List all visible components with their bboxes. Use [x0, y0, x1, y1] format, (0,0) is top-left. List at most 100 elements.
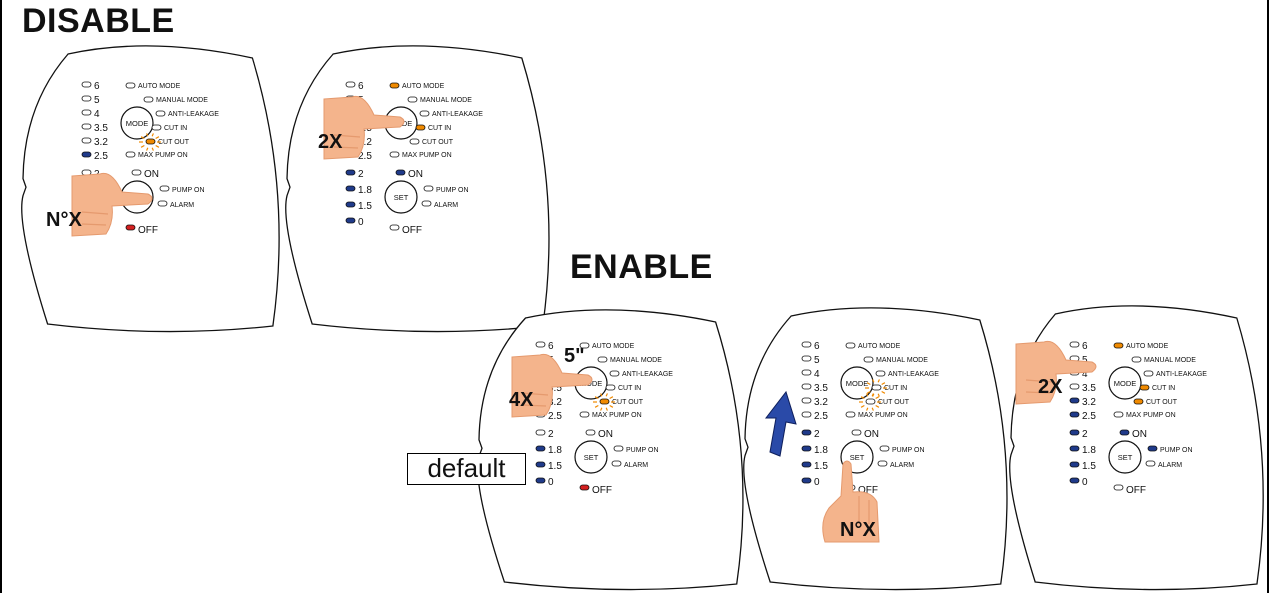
mode-led: [145, 138, 156, 145]
status-label: PUMP ON: [892, 447, 925, 454]
mode-led: [409, 138, 420, 145]
blink-ray: [146, 147, 149, 151]
set-button-label: SET: [850, 453, 865, 462]
pressure-led: [535, 461, 546, 468]
pressure-label: 1.5: [1082, 461, 1096, 472]
mode-led: [1113, 411, 1124, 418]
mode-label: AUTO MODE: [138, 83, 181, 90]
blink-ray: [605, 407, 608, 411]
pressure-led: [535, 477, 546, 484]
pressure-label: 2.5: [814, 411, 828, 422]
pressure-led: [801, 429, 812, 436]
mode-led: [151, 124, 162, 131]
mode-label: CUT IN: [164, 125, 187, 132]
mode-label: CUT OUT: [158, 139, 190, 146]
pressure-label: 2: [814, 429, 820, 440]
pressure-label: 3.5: [94, 123, 108, 134]
pressure-led: [1069, 445, 1080, 452]
blink-ray: [594, 396, 599, 400]
off-label: OFF: [858, 485, 878, 496]
mode-led: [155, 110, 166, 117]
off-label: OFF: [1126, 485, 1146, 496]
pressure-label: 6: [814, 341, 820, 352]
blink-indicator-icon: [859, 393, 881, 411]
mode-label: AUTO MODE: [858, 343, 901, 350]
blink-indicator-icon: [865, 379, 887, 397]
up-arrow-icon: [764, 390, 797, 457]
pressure-led: [345, 217, 356, 224]
disable-heading: DISABLE: [22, 2, 175, 40]
mode-button: [840, 366, 874, 400]
mode-label: CUT OUT: [1146, 399, 1178, 406]
status-led: [1147, 445, 1158, 452]
pressure-label: 6: [358, 81, 364, 92]
blink-ray: [875, 396, 880, 400]
blink-ray: [872, 379, 875, 383]
mode-led: [1133, 398, 1144, 405]
mode-button-label: MODE: [580, 379, 603, 388]
on-led: [131, 169, 142, 176]
pressure-led: [81, 123, 92, 130]
mode-led: [125, 82, 136, 89]
blink-ray: [151, 133, 154, 137]
status-led: [879, 445, 890, 452]
mode-led: [579, 411, 590, 418]
blink-ray: [155, 136, 160, 140]
status-label: ALARM: [434, 202, 458, 209]
on-label: ON: [144, 169, 159, 180]
hand-pointer-icon: [323, 95, 405, 160]
mode-button-label: MODE: [126, 119, 149, 128]
enable-heading: ENABLE: [570, 248, 713, 286]
pressure-led: [535, 445, 546, 452]
pressure-label: 0: [548, 477, 554, 488]
mode-label: ANTI-LEAKAGE: [432, 111, 483, 118]
pressure-led: [81, 95, 92, 102]
blink-ray: [871, 407, 874, 411]
panel-outline: [743, 307, 1008, 591]
set-button: [384, 180, 418, 214]
pressure-label: 1.8: [814, 445, 828, 456]
on-label: ON: [408, 169, 423, 180]
mode-label: MANUAL MODE: [420, 97, 472, 104]
pressure-label: 6: [94, 81, 100, 92]
status-label: ALARM: [170, 202, 194, 209]
mode-led: [407, 96, 418, 103]
status-label: ALARM: [1158, 462, 1182, 469]
mode-label: CUT IN: [1152, 385, 1175, 392]
mode-led: [389, 82, 400, 89]
mode-label: AUTO MODE: [1126, 343, 1169, 350]
mode-label: MANUAL MODE: [876, 357, 928, 364]
pressure-label: 4: [1082, 369, 1088, 380]
hand-knuckles: [1025, 379, 1053, 394]
on-led: [1119, 429, 1130, 436]
mode-led: [845, 411, 856, 418]
press-count-label: 4X: [509, 389, 534, 411]
status-led: [613, 445, 624, 452]
hand-pointer-icon: [511, 353, 593, 418]
press-count-label: N°X: [46, 209, 82, 231]
mode-led: [845, 342, 856, 349]
blink-ray: [605, 393, 608, 397]
status-label: ALARM: [624, 462, 648, 469]
pressure-label: 3.2: [1082, 397, 1096, 408]
blink-ray: [866, 393, 869, 397]
status-label: PUMP ON: [1160, 447, 1193, 454]
pressure-led: [801, 341, 812, 348]
pressure-label: 6: [548, 341, 554, 352]
blink-indicator-icon: [593, 393, 615, 411]
pressure-led: [801, 397, 812, 404]
pressure-label: 3.2: [358, 137, 372, 148]
status-led: [421, 200, 432, 207]
off-led: [389, 224, 400, 231]
press-count-label: 2X: [318, 131, 343, 153]
pressure-led: [345, 185, 356, 192]
mode-label: MAX PUMP ON: [1126, 412, 1176, 419]
status-led: [877, 460, 888, 467]
blink-ray: [600, 407, 603, 411]
blink-indicator-icon: [139, 133, 161, 151]
pressure-label: 4: [814, 369, 820, 380]
hand-pointer-icon: [71, 172, 153, 237]
pressure-label: 2: [1082, 429, 1088, 440]
blink-ray: [140, 144, 145, 148]
pressure-label: 2.5: [358, 151, 372, 162]
